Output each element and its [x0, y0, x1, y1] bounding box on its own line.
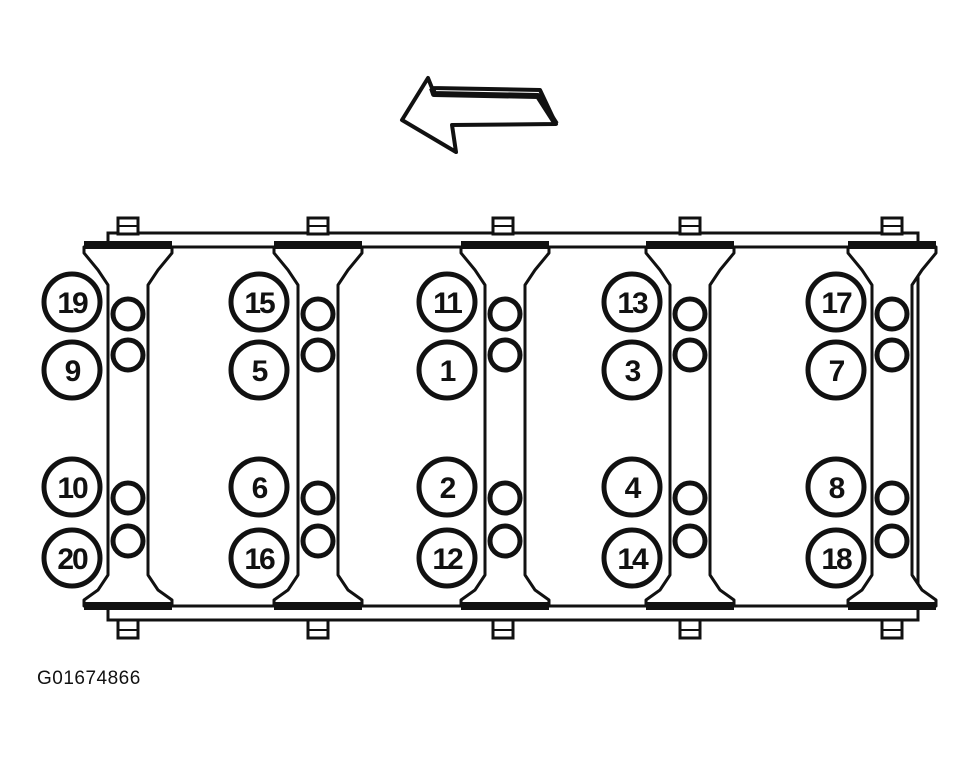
bolt-head — [487, 296, 523, 332]
sequence-number-text: 8 — [829, 472, 845, 505]
stud-bottom — [306, 618, 330, 640]
sequence-number-text: 10 — [57, 472, 88, 505]
sequence-number-text: 1 — [440, 355, 456, 388]
sequence-number-bottom-outer: 12 — [416, 527, 478, 589]
bolt-head — [874, 480, 910, 516]
bolt-head — [300, 337, 336, 373]
bearing-cap — [846, 241, 938, 610]
sequence-number-bottom-outer: 14 — [601, 527, 663, 589]
sequence-number-top-inner: 5 — [228, 339, 290, 401]
left-arrow-icon — [400, 76, 559, 154]
sequence-number-bottom-inner: 6 — [228, 456, 290, 518]
bolt-head — [110, 337, 146, 373]
stud-bottom — [116, 618, 140, 640]
sequence-number-top-outer: 13 — [601, 271, 663, 333]
sequence-number-top-inner: 3 — [601, 339, 663, 401]
sequence-number-text: 14 — [617, 543, 649, 576]
sequence-number-text: 12 — [432, 543, 463, 576]
sequence-number-top-outer: 17 — [805, 271, 867, 333]
bolt-head — [110, 480, 146, 516]
bearing-cap — [82, 241, 174, 610]
sequence-number-text: 2 — [440, 472, 456, 505]
bolt-head — [874, 337, 910, 373]
sequence-number-bottom-inner: 2 — [416, 456, 478, 518]
sequence-number-top-outer: 15 — [228, 271, 290, 333]
sequence-number-top-outer: 19 — [41, 271, 103, 333]
sequence-number-bottom-inner: 4 — [601, 456, 663, 518]
sequence-number-text: 7 — [829, 355, 845, 388]
sequence-number-text: 17 — [821, 287, 852, 320]
sequence-number-top-inner: 9 — [41, 339, 103, 401]
stud-top — [116, 216, 140, 236]
sequence-number-bottom-inner: 8 — [805, 456, 867, 518]
bolt-head — [874, 523, 910, 559]
sequence-number-text: 5 — [252, 355, 268, 388]
bolt-head — [300, 480, 336, 516]
figure-id-label: G01674866 — [37, 668, 141, 689]
stud-bottom — [678, 618, 702, 640]
stud-top — [306, 216, 330, 236]
bolt-head — [110, 296, 146, 332]
sequence-number-text: 4 — [625, 472, 642, 505]
stud-bottom — [491, 618, 515, 640]
stud-top — [491, 216, 515, 236]
sequence-number-text: 20 — [57, 543, 88, 576]
bolt-head — [874, 296, 910, 332]
bolt-head — [672, 337, 708, 373]
sequence-number-text: 13 — [617, 287, 648, 320]
sequence-number-text: 18 — [821, 543, 852, 576]
bearing-cap — [459, 241, 551, 610]
sequence-number-bottom-outer: 16 — [228, 527, 290, 589]
bearing-cap — [644, 241, 736, 610]
bolt-head — [487, 337, 523, 373]
sequence-number-text: 9 — [65, 355, 81, 388]
sequence-number-top-outer: 11 — [416, 271, 478, 333]
sequence-number-bottom-inner: 10 — [41, 456, 103, 518]
bolt-head — [487, 480, 523, 516]
stud-top — [678, 216, 702, 236]
bolt-head — [487, 523, 523, 559]
sequence-number-text: 15 — [244, 287, 275, 320]
bolt-head — [300, 523, 336, 559]
bolt-head — [300, 296, 336, 332]
bolt-head — [672, 296, 708, 332]
stud-bottom — [880, 618, 904, 640]
sequence-number-text: 11 — [433, 287, 462, 320]
stud-top — [880, 216, 904, 236]
sequence-number-top-inner: 7 — [805, 339, 867, 401]
sequence-number-text: 19 — [57, 287, 88, 320]
sequence-number-text: 16 — [244, 543, 275, 576]
bearing-cap — [272, 241, 364, 610]
sequence-number-top-inner: 1 — [416, 339, 478, 401]
sequence-number-text: 3 — [625, 355, 641, 388]
sequence-number-bottom-outer: 20 — [41, 527, 103, 589]
sequence-number-bottom-outer: 18 — [805, 527, 867, 589]
sequence-number-text: 6 — [252, 472, 268, 505]
bolt-head — [672, 480, 708, 516]
bolt-head — [110, 523, 146, 559]
bolt-head — [672, 523, 708, 559]
